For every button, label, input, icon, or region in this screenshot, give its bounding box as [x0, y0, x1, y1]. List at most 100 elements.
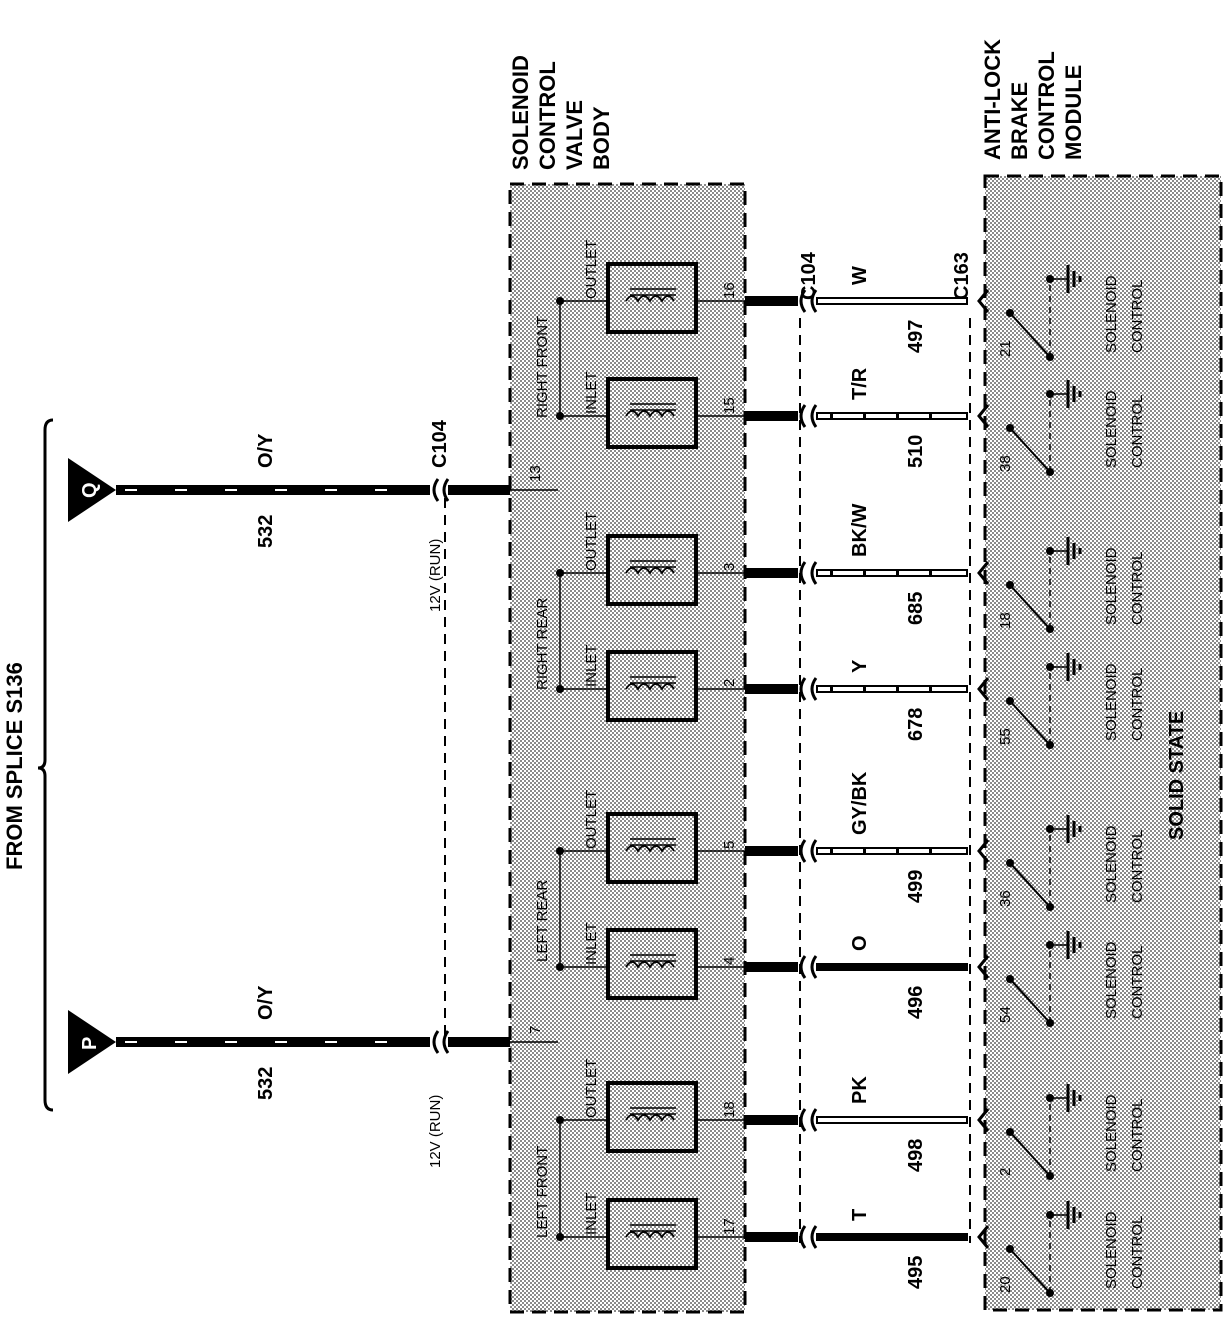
switch-arm [1009, 427, 1051, 473]
connector-letter: P [79, 1037, 101, 1050]
terminal-chevron [810, 839, 818, 863]
module-pin: 18 [997, 612, 1014, 629]
module-terminal [977, 289, 990, 313]
switch-arm [1009, 312, 1051, 358]
solenoid-type-label: OUTLET [583, 790, 600, 849]
module-terminal [977, 677, 990, 701]
wire-circuit-number: 496 [905, 986, 927, 1019]
module-driver-label: CONTROL [1129, 668, 1146, 741]
coil-winding [625, 1231, 675, 1239]
module-driver-label: SOLENOID [1103, 663, 1120, 741]
valve-body-pin: 17 [721, 1218, 738, 1235]
terminal-chevron [432, 1030, 440, 1054]
module-driver-label: CONTROL [1129, 830, 1146, 903]
wire-circuit-number: 498 [905, 1139, 927, 1172]
solenoid-coil-box [606, 650, 698, 722]
valve-body-title-line: BODY [589, 106, 614, 170]
module-pin: 2 [997, 1168, 1014, 1176]
wire-circuit-number: 497 [905, 320, 927, 353]
switch-arm [1009, 700, 1051, 746]
module-pin: 38 [997, 455, 1014, 472]
solenoid-type-label: INLET [583, 922, 600, 965]
wire-circuit-number: 685 [905, 592, 927, 625]
valve-body-title-line: VALVE [562, 100, 587, 170]
valve-body-pin: 2 [721, 679, 738, 687]
terminal-chevron [810, 561, 818, 585]
module-driver-label: SOLENOID [1103, 941, 1120, 1019]
wire-color-label: Y [849, 659, 871, 673]
module-title-line: BRAKE [1007, 82, 1032, 160]
module-terminal [977, 955, 990, 979]
solenoid-type-label: OUTLET [583, 512, 600, 571]
wire-circuit-number: 499 [905, 870, 927, 903]
valve-body-title-line: SOLENOID [508, 55, 533, 170]
wire-color-label: PK [849, 1076, 871, 1104]
terminal-chevron [799, 1225, 807, 1249]
terminal-chevron [799, 677, 807, 701]
terminal-chevron [799, 404, 807, 428]
switch-arm [1009, 1131, 1051, 1177]
valve-body-pin: 15 [721, 397, 738, 414]
terminal-chevron [810, 289, 818, 313]
module-driver-label: CONTROL [1129, 946, 1146, 1019]
solenoid-type-label: INLET [583, 1192, 600, 1235]
module-terminal [977, 1225, 990, 1249]
module-title: ANTI-LOCK BRAKE CONTROL MODULE [980, 39, 1086, 160]
valve-body-feed-pin: 7 [527, 1026, 544, 1034]
valve-body-title-line: CONTROL [535, 61, 560, 170]
coil-winding [625, 961, 675, 969]
wire-color-label: BK/W [849, 504, 871, 557]
connector-letter: Q [79, 482, 101, 498]
solenoid-coil-box [606, 377, 698, 449]
module-title-line: CONTROL [1034, 51, 1059, 160]
module-title-line: ANTI-LOCK [980, 39, 1005, 160]
terminal-chevron [799, 839, 807, 863]
connector-triangle [68, 1010, 116, 1074]
terminal-chevron [442, 1030, 450, 1054]
module-terminal [977, 1108, 990, 1132]
terminal-chevron [799, 561, 807, 585]
terminal-chevron [810, 1108, 818, 1132]
wire-color-label: GY/BK [849, 771, 871, 835]
solenoid-type-label: OUTLET [583, 240, 600, 299]
valve-body-pin: 4 [721, 957, 738, 965]
module-driver-label: SOLENOID [1103, 390, 1120, 468]
voltage-label: 12V (RUN) [427, 539, 444, 612]
switch-arm [1009, 978, 1051, 1024]
solenoid-circuit-4: INLET 2 Y 678 55 SOLENOID CONTROL [556, 644, 1146, 749]
terminal-chevron [799, 955, 807, 979]
module-box [983, 174, 1223, 1312]
module-driver-label: SOLENOID [1103, 275, 1120, 353]
connector-c104-feed: C104 [429, 419, 451, 468]
module-driver-label: CONTROL [1129, 1216, 1146, 1289]
connector-triangle [68, 458, 116, 522]
valve-body-pin: 18 [721, 1101, 738, 1118]
connector-c104-solenoid: C104 [798, 251, 820, 300]
terminal-chevron [799, 289, 807, 313]
valve-body-title: SOLENOID CONTROL VALVE BODY [508, 55, 614, 170]
module-driver-label: CONTROL [1129, 552, 1146, 625]
coil-winding [625, 683, 675, 691]
module-pin: 55 [997, 728, 1014, 745]
module-title-line: MODULE [1061, 65, 1086, 160]
wire-circuit-number: 678 [905, 708, 927, 741]
wire-circuit-number: 510 [905, 435, 927, 468]
terminal-chevron [810, 955, 818, 979]
module-terminal [977, 561, 990, 585]
solenoid-type-label: INLET [583, 644, 600, 687]
coil-winding [625, 567, 675, 575]
wire-circuit-number: 532 [255, 1067, 277, 1100]
wire-color-label: T [849, 1209, 871, 1221]
splice-label: FROM SPLICE S136 [2, 662, 27, 870]
module-driver-label: SOLENOID [1103, 825, 1120, 903]
valve-body-pin: 16 [721, 282, 738, 299]
module-driver-label: SOLENOID [1103, 1211, 1120, 1289]
switch-arm [1009, 1248, 1051, 1294]
wire-color-label: O [849, 935, 871, 951]
